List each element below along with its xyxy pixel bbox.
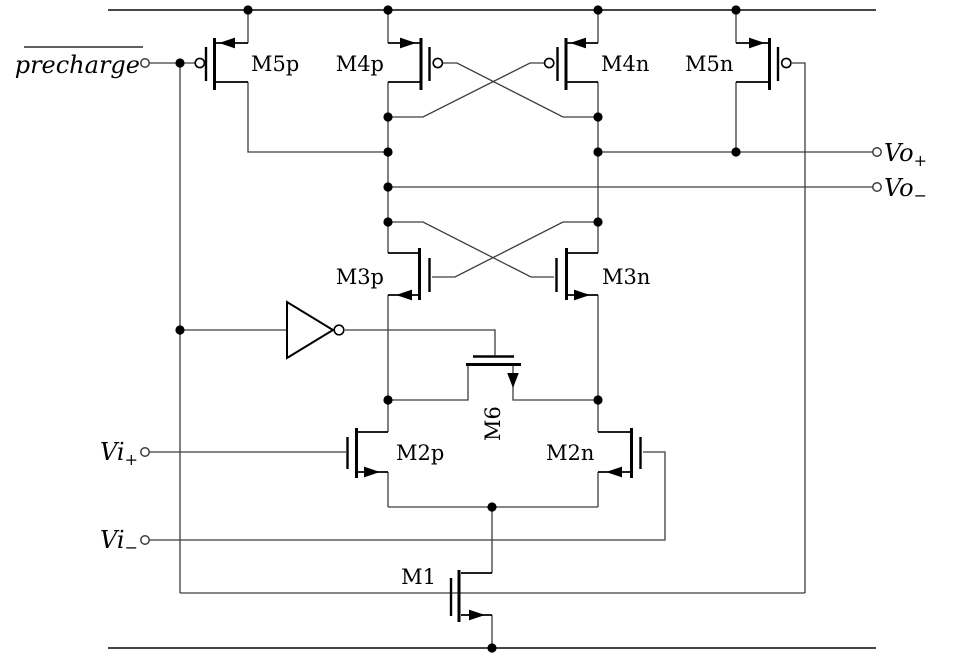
m2n-leads bbox=[598, 431, 630, 473]
inverter-triangle bbox=[286, 300, 335, 360]
circuit-wires bbox=[149, 10, 873, 648]
junction-dot bbox=[383, 182, 393, 192]
junction-dot bbox=[593, 217, 603, 227]
junction-dot bbox=[593, 395, 603, 405]
m4p-gate-bubble bbox=[432, 57, 444, 69]
label-m3n: M3n bbox=[602, 265, 650, 289]
m4n-leads bbox=[567, 42, 598, 83]
vi-minus-terminal bbox=[140, 535, 150, 545]
m1-source-arrow bbox=[469, 609, 485, 621]
m3p-leads bbox=[388, 252, 418, 296]
m2p-source-arrow bbox=[364, 466, 380, 478]
label-vo-minus: Vo− bbox=[884, 174, 927, 205]
label-m5p: M5p bbox=[251, 52, 299, 76]
junction-dot bbox=[487, 643, 497, 653]
m5p-gate-bubble bbox=[194, 57, 206, 69]
precharge-text: precharge bbox=[15, 51, 140, 79]
m4p-source-arrow bbox=[400, 37, 416, 49]
transistor-m3p bbox=[388, 248, 431, 301]
label-precharge: precharge bbox=[15, 46, 143, 79]
label-m5n: M5n bbox=[685, 52, 733, 76]
junction-dot bbox=[731, 147, 741, 157]
transistor-m2n bbox=[598, 428, 642, 478]
label-vi-minus: Vi− bbox=[100, 526, 138, 557]
transistor-m4n bbox=[543, 37, 598, 90]
junction-dot bbox=[383, 5, 393, 15]
transistor-m4p bbox=[388, 37, 444, 90]
junction-dot bbox=[593, 112, 603, 122]
vo-plus-terminal bbox=[872, 147, 882, 157]
junction-dot bbox=[383, 395, 393, 405]
m5n-gate-bubble bbox=[780, 57, 792, 69]
m4n-source-arrow bbox=[570, 37, 586, 49]
precharge-terminal bbox=[140, 58, 150, 68]
vo-minus-terminal bbox=[872, 182, 882, 192]
label-m1: M1 bbox=[401, 565, 436, 589]
junction-dots bbox=[175, 5, 741, 653]
label-m3p: M3p bbox=[336, 265, 384, 289]
junction-dot bbox=[175, 58, 185, 68]
inverter-bubble bbox=[333, 324, 345, 336]
m1-leads bbox=[461, 572, 492, 616]
transistor-m6 bbox=[466, 355, 521, 388]
junction-dot bbox=[243, 5, 253, 15]
junction-dot bbox=[593, 5, 603, 15]
inverter bbox=[286, 300, 345, 360]
label-m4n: M4n bbox=[601, 52, 649, 76]
m4n-gate-bubble bbox=[543, 57, 555, 69]
m6-source-arrow bbox=[507, 373, 519, 388]
junction-dot bbox=[383, 147, 393, 157]
junction-dot bbox=[593, 147, 603, 157]
label-vi-plus: Vi+ bbox=[100, 438, 138, 469]
transistor-m2p bbox=[346, 428, 388, 478]
junction-dot bbox=[175, 325, 185, 335]
m5n-source-arrow bbox=[749, 37, 765, 49]
transistor-m3n bbox=[555, 248, 598, 301]
m3n-source-arrow bbox=[574, 289, 590, 301]
junction-dot bbox=[731, 5, 741, 15]
transistor-m5p bbox=[194, 37, 248, 90]
m5p-leads bbox=[216, 42, 248, 83]
m2p-leads bbox=[358, 431, 388, 473]
junction-dot bbox=[383, 217, 393, 227]
transistor-m1 bbox=[449, 570, 492, 622]
m4p-leads bbox=[388, 42, 420, 83]
label-m6: M6 bbox=[481, 406, 505, 441]
transistor-m5n bbox=[736, 37, 792, 90]
label-m4p: M4p bbox=[336, 52, 384, 76]
m5p-source-arrow bbox=[219, 37, 235, 49]
m3n-leads bbox=[568, 252, 598, 296]
junction-dot bbox=[487, 502, 497, 512]
label-m2p: M2p bbox=[396, 441, 444, 465]
label-vo-plus: Vo+ bbox=[884, 139, 927, 170]
label-m2n: M2n bbox=[546, 441, 594, 465]
vi-plus-terminal bbox=[140, 447, 150, 457]
m5n-leads bbox=[736, 42, 768, 83]
m2n-source-arrow bbox=[606, 466, 622, 478]
junction-dot bbox=[383, 112, 393, 122]
m3p-source-arrow bbox=[396, 289, 412, 301]
